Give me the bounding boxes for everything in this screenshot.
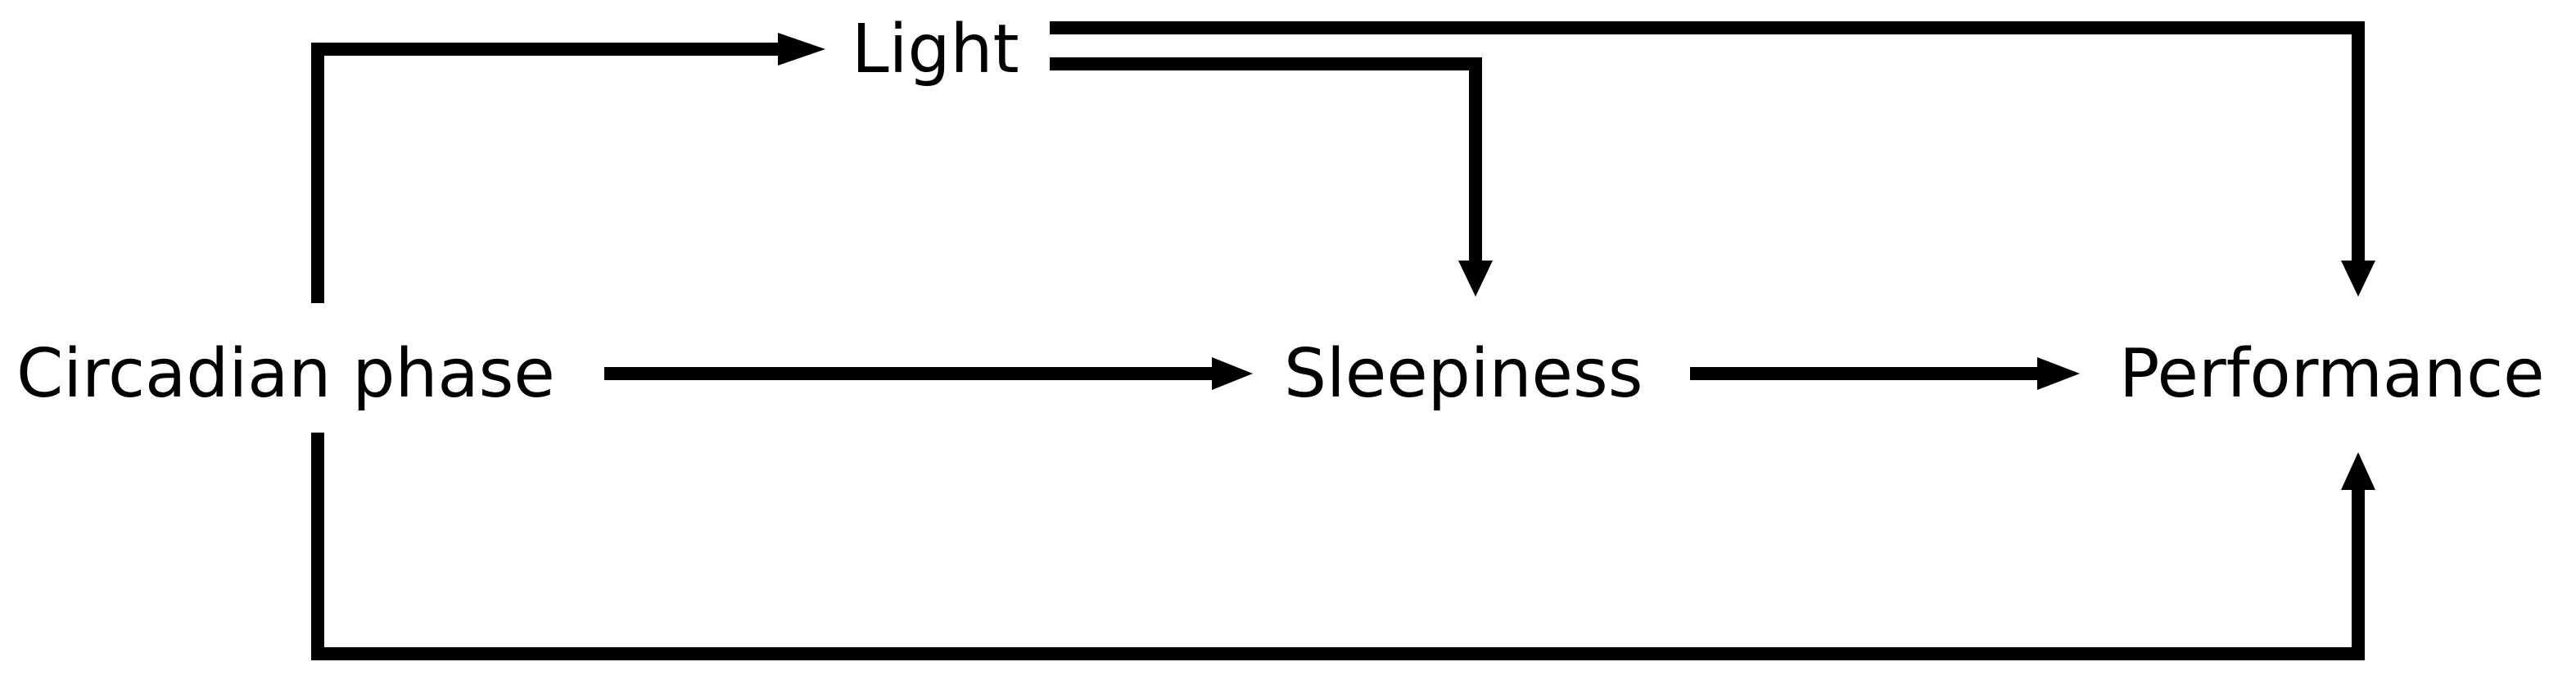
arrowhead-to-performance-top — [2341, 261, 2375, 297]
edge-circadian-to-performance — [311, 433, 2375, 660]
node-performance: Performance — [2119, 335, 2545, 413]
arrowhead-to-performance-bottom — [2341, 452, 2375, 490]
arrowhead-to-sleepiness-left — [1212, 357, 1253, 390]
arrowhead-to-sleepiness — [1458, 261, 1493, 297]
node-light: Light — [852, 11, 1019, 88]
node-sleepiness: Sleepiness — [1284, 335, 1643, 413]
node-circadian-phase: Circadian phase — [16, 335, 555, 413]
edge-light-to-performance — [1050, 21, 2375, 297]
edge-sleepiness-to-performance — [1690, 357, 2080, 390]
arrowhead-to-light — [778, 33, 825, 66]
edge-circadian-to-sleepiness — [604, 357, 1253, 390]
arrowhead-to-performance-left — [2037, 357, 2080, 390]
edge-light-to-sleepiness — [1050, 57, 1493, 297]
edge-circadian-to-light — [311, 33, 825, 303]
